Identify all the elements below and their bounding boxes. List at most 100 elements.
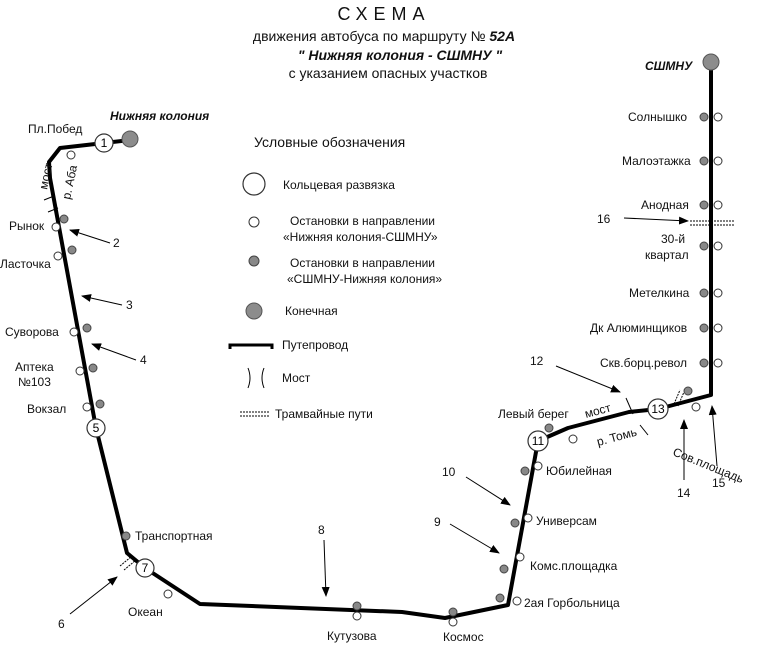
arrow-icon xyxy=(321,539,330,597)
legend-tram-symbol xyxy=(240,411,270,417)
stop-label: Аптека xyxy=(15,360,54,374)
terminal-start-label: Нижняя колония xyxy=(110,109,209,123)
stop-marker xyxy=(515,552,525,562)
stop-marker xyxy=(691,402,701,412)
stop-marker xyxy=(713,358,723,368)
ring-number: 7 xyxy=(142,561,149,575)
stop-marker xyxy=(352,611,362,621)
route-line xyxy=(47,62,713,620)
stop-marker xyxy=(699,156,709,166)
stop-marker xyxy=(520,466,530,476)
stop-label: Универсам xyxy=(536,514,597,528)
legend-stop-dir2-line2: «СШМНУ-Нижняя колония» xyxy=(287,272,442,286)
tram-crossing xyxy=(690,220,734,226)
route-name: " Нижняя колония - СШМНУ " xyxy=(298,47,503,63)
stop-label: Сов.площадь xyxy=(671,445,746,486)
stop-marker xyxy=(713,156,723,166)
ring-number: 13 xyxy=(651,402,665,416)
ring-junction: 11 xyxy=(527,430,549,452)
danger-number: 8 xyxy=(318,523,325,537)
stop-marker xyxy=(66,150,76,160)
stop-marker xyxy=(713,288,723,298)
stop-marker xyxy=(495,593,505,603)
stop-marker xyxy=(499,564,509,574)
danger-number: 6 xyxy=(58,617,65,631)
legend-title: Условные обозначения xyxy=(254,134,405,150)
ring-junction: 13 xyxy=(647,398,669,420)
stop-marker xyxy=(699,200,709,210)
arrow-icon xyxy=(623,216,689,225)
stop-marker xyxy=(448,617,458,627)
terminal-start-marker xyxy=(121,130,139,148)
tram-crossing xyxy=(119,555,137,571)
stop-marker xyxy=(512,596,522,606)
stop-marker xyxy=(163,589,173,599)
river-tom-label: р. Томь xyxy=(595,425,638,449)
danger-arrows: 2 3 4 6 8 9 10 12 14 15 16 xyxy=(58,212,726,631)
stop-marker xyxy=(713,200,723,210)
stop-marker xyxy=(699,358,709,368)
stop-label: Метелкина xyxy=(629,286,690,300)
stop-marker xyxy=(699,112,709,122)
stop-marker xyxy=(75,366,85,376)
stop-marker xyxy=(53,251,63,261)
terminal-end-marker xyxy=(702,53,720,71)
danger-number: 2 xyxy=(113,236,120,250)
terminal-end-label: СШМНУ xyxy=(645,59,693,73)
stop-marker xyxy=(121,531,131,541)
arrow-icon xyxy=(69,576,118,615)
stop-marker xyxy=(59,214,69,224)
arrow-icon xyxy=(465,476,511,506)
stop-marker xyxy=(699,288,709,298)
stop-label: Пл.Побед xyxy=(28,122,82,136)
danger-number: 12 xyxy=(530,354,544,368)
stop-label: Солнышко xyxy=(628,110,687,124)
stop-label: 2ая Горбольница xyxy=(524,596,620,610)
stop-marker xyxy=(713,323,723,333)
ring-number: 11 xyxy=(532,434,545,448)
stop-label: Суворова xyxy=(5,325,59,339)
danger-number: 4 xyxy=(140,353,147,367)
legend-bridge-label: Мост xyxy=(282,371,311,385)
ring-junction: 7 xyxy=(135,558,155,578)
stop-label: №103 xyxy=(18,375,51,389)
ring-number: 1 xyxy=(101,136,108,150)
legend-ring-symbol xyxy=(242,172,266,196)
stop-label: Малоэтажка xyxy=(622,154,691,168)
stop-marker xyxy=(82,402,92,412)
stop-marker xyxy=(95,399,105,409)
bridge-aba-label: мост xyxy=(36,161,55,190)
stop-label: Ласточка xyxy=(0,257,51,271)
legend-stop-dir1-symbol xyxy=(248,216,260,228)
bridge-tom-label: мост xyxy=(583,400,613,420)
arrow-icon xyxy=(708,405,718,467)
legend-overpass-symbol xyxy=(228,343,274,349)
arrow-icon xyxy=(81,294,123,306)
arrow-icon xyxy=(449,523,500,554)
stop-label: Левый берег xyxy=(498,407,569,421)
river-aba-label: р. Аба xyxy=(59,164,80,201)
ring-junction: 5 xyxy=(86,418,106,438)
stop-marker xyxy=(683,386,693,396)
tram-crossing xyxy=(673,389,685,407)
stop-marker xyxy=(568,434,578,444)
stop-label: Кутузова xyxy=(327,629,377,643)
subtitle-text: движения автобуса по маршруту № xyxy=(253,28,486,44)
stops xyxy=(51,112,723,627)
ring-junction: 1 xyxy=(94,133,114,153)
stop-label: Вокзал xyxy=(27,402,66,416)
stop-label: Дк Алюминщиков xyxy=(590,321,687,335)
legend-tram-label: Трамвайные пути xyxy=(275,407,373,421)
stop-marker xyxy=(448,607,458,617)
danger-number: 14 xyxy=(677,486,691,500)
stop-marker xyxy=(352,601,362,611)
stop-label: Космос xyxy=(443,630,484,644)
stop-marker xyxy=(533,461,543,471)
scheme-caption: с указанием опасных участков xyxy=(289,65,488,81)
stop-label: Океан xyxy=(128,605,163,619)
scheme-title: СХЕМА xyxy=(338,4,431,24)
ring-number: 5 xyxy=(93,421,100,435)
stop-marker xyxy=(51,222,61,232)
stop-marker xyxy=(523,513,533,523)
